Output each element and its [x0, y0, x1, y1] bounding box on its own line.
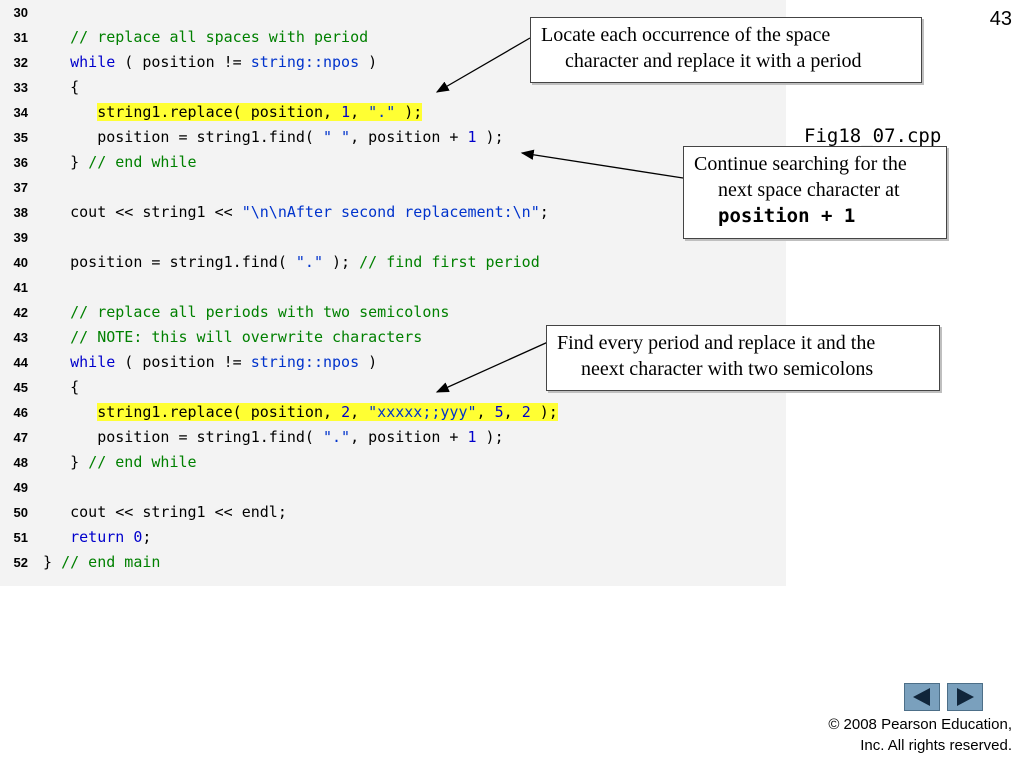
- code-line: 32 while ( position != string::npos ): [0, 50, 378, 75]
- code-line: 43 // NOTE: this will overwrite characte…: [0, 325, 423, 350]
- next-slide-button[interactable]: [947, 683, 983, 711]
- line-number: 41: [13, 280, 28, 295]
- callout-replace-period: Find every period and replace it and the…: [546, 325, 940, 391]
- callout-text: Continue searching for the: [694, 153, 907, 175]
- line-number: 43: [13, 330, 28, 345]
- line-number: 37: [13, 180, 28, 195]
- previous-slide-button[interactable]: [904, 683, 940, 711]
- left-arrow-icon: [913, 688, 930, 706]
- copyright-line: © 2008 Pearson Education,: [828, 716, 1012, 733]
- code-line: 41: [0, 275, 34, 300]
- line-number: 40: [13, 255, 28, 270]
- callout-replace-space: Locate each occurrence of the space char…: [530, 17, 922, 83]
- line-number: 44: [13, 355, 28, 370]
- line-number: 46: [13, 405, 28, 420]
- code-line: 48 } // end while: [0, 450, 197, 475]
- code-line-highlighted: 34 string1.replace( position, 1, "." );: [0, 100, 423, 125]
- code-line: 39: [0, 225, 34, 250]
- line-number: 47: [13, 430, 28, 445]
- code-line: 36 } // end while: [0, 150, 197, 175]
- line-number: 30: [13, 5, 28, 20]
- line-number: 31: [13, 30, 28, 45]
- line-number: 36: [13, 155, 28, 170]
- code-line: 47 position = string1.find( ".", positio…: [0, 425, 504, 450]
- code-line: 49: [0, 475, 34, 500]
- line-number: 33: [13, 80, 28, 95]
- code-line: 30: [0, 0, 34, 25]
- code-line: 38 cout << string1 << "\n\nAfter second …: [0, 200, 549, 225]
- callout-text: Find every period and replace it and the: [557, 332, 876, 354]
- line-number: 48: [13, 455, 28, 470]
- line-number: 45: [13, 380, 28, 395]
- copyright-notice: © 2008 Pearson Education, Inc. All right…: [828, 714, 1012, 756]
- line-number: 49: [13, 480, 28, 495]
- line-number: 39: [13, 230, 28, 245]
- code-line: 37: [0, 175, 34, 200]
- right-arrow-icon: [957, 688, 974, 706]
- code-panel: 30 31 // replace all spaces with period …: [0, 0, 786, 586]
- line-number: 38: [13, 205, 28, 220]
- line-number: 51: [13, 530, 28, 545]
- line-number: 42: [13, 305, 28, 320]
- code-line: 42 // replace all periods with two semic…: [0, 300, 450, 325]
- code-line: 33 {: [0, 75, 80, 100]
- code-line: 50 cout << string1 << endl;: [0, 500, 287, 525]
- code-line: 45 {: [0, 375, 80, 400]
- callout-text: Locate each occurrence of the space: [541, 24, 831, 46]
- code-line: 44 while ( position != string::npos ): [0, 350, 378, 375]
- callout-text: next space character at: [718, 179, 900, 201]
- line-number: 32: [13, 55, 28, 70]
- code-line: 35 position = string1.find( " ", positio…: [0, 125, 504, 150]
- copyright-line: Inc. All rights reserved.: [860, 737, 1012, 754]
- line-number: 35: [13, 130, 28, 145]
- callout-text: neext character with two semicolons: [581, 358, 874, 380]
- code-line: 52 } // end main: [0, 550, 161, 575]
- callout-text: character and replace it with a period: [565, 50, 862, 72]
- line-number: 50: [13, 505, 28, 520]
- callout-code: position + 1: [718, 205, 856, 227]
- slide-number: 43: [989, 8, 1012, 30]
- code-line: 51 return 0;: [0, 525, 152, 550]
- figure-label: Fig18_07.cpp: [804, 125, 942, 147]
- line-number: 52: [13, 555, 28, 570]
- callout-continue-search: Continue searching for the next space ch…: [683, 146, 947, 239]
- code-line: 31 // replace all spaces with period: [0, 25, 369, 50]
- code-line-highlighted: 46 string1.replace( position, 2, "xxxxx;…: [0, 400, 558, 425]
- code-line: 40 position = string1.find( "." ); // fi…: [0, 250, 540, 275]
- line-number: 34: [13, 105, 28, 120]
